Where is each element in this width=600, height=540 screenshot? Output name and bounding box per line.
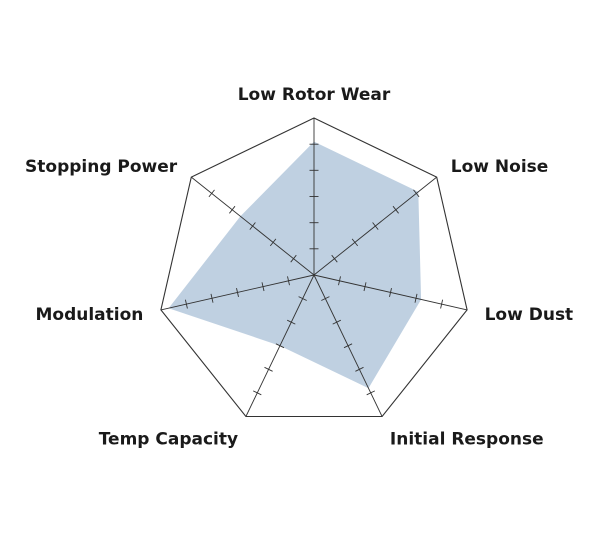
axis-label-5: Modulation <box>35 305 143 325</box>
radar-series-area <box>168 141 422 389</box>
tick-1-3 <box>372 222 379 230</box>
tick-4-5 <box>253 390 262 396</box>
tick-5-4 <box>210 293 214 303</box>
tick-3-5 <box>366 390 375 396</box>
tick-3-3 <box>343 343 353 349</box>
tick-3-2 <box>332 319 341 325</box>
tick-6-4 <box>229 205 236 214</box>
axis-label-6: Stopping Power <box>25 157 178 177</box>
tick-2-4 <box>414 293 418 303</box>
axis-label-3: Initial Response <box>390 430 544 450</box>
tick-2-3 <box>389 288 392 297</box>
axis-label-4: Temp Capacity <box>99 430 238 450</box>
tick-2-2 <box>363 282 367 292</box>
series-area-0 <box>168 141 422 389</box>
tick-1-1 <box>331 254 338 263</box>
tick-6-1 <box>290 254 297 263</box>
tick-6-3 <box>249 222 256 230</box>
tick-3-4 <box>355 366 364 372</box>
tick-5-3 <box>236 288 239 297</box>
tick-6-5 <box>208 189 215 198</box>
axis-label-1: Low Noise <box>451 157 549 177</box>
axis-label-2: Low Dust <box>485 305 574 325</box>
tick-6-2 <box>269 238 277 247</box>
tick-5-2 <box>261 282 265 292</box>
tick-5-5 <box>184 299 188 309</box>
tick-2-1 <box>338 276 341 286</box>
radar-outer-polygon <box>160 117 468 418</box>
tick-4-3 <box>275 343 285 349</box>
tick-4-4 <box>264 366 273 372</box>
tick-5-1 <box>287 276 290 286</box>
tick-3-1 <box>321 296 330 301</box>
axis-label-0: Low Rotor Wear <box>238 85 391 105</box>
tick-2-5 <box>440 299 444 309</box>
tick-1-2 <box>351 238 359 247</box>
tick-4-1 <box>298 296 307 301</box>
tick-4-2 <box>287 319 296 325</box>
tick-1-4 <box>392 205 399 214</box>
radar-frame <box>160 117 468 418</box>
tick-1-5 <box>413 189 420 198</box>
radar-ticks <box>184 143 444 396</box>
